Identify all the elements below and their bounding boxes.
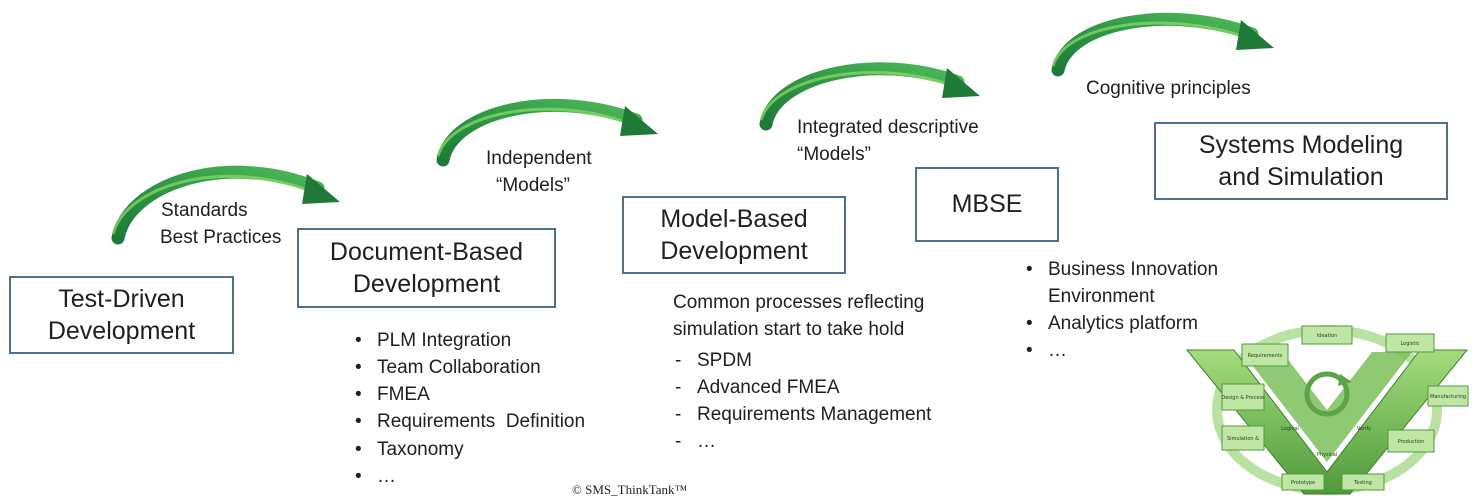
list-item: Requirements Definition — [353, 408, 585, 435]
stage-box-mbse: MBSE — [915, 167, 1059, 242]
caption-line: “Models” — [496, 174, 570, 196]
svg-text:Testing: Testing — [1353, 480, 1372, 486]
transition-caption-cognitive: Cognitive principles — [1086, 76, 1251, 103]
svg-text:Ideation: Ideation — [1317, 333, 1337, 339]
transition-caption-standards: Standards Best Practices — [160, 198, 282, 251]
stage-label: and Simulation — [1218, 163, 1384, 191]
svg-text:Simulation &: Simulation & — [1227, 436, 1259, 442]
list-item: Analytics platform — [1024, 310, 1218, 337]
curved-arrow-icon — [759, 62, 980, 131]
stage-label: Model-Based — [660, 204, 808, 233]
curved-arrow-icon — [436, 98, 658, 167]
stage-label: Systems Modeling — [1198, 130, 1404, 159]
svg-text:Verify: Verify — [1357, 426, 1371, 432]
model-based-list: SPDM Advanced FMEA Requirements Manageme… — [673, 347, 931, 456]
description-line: Common processes reflecting — [673, 292, 925, 313]
svg-text:Production: Production — [1398, 439, 1425, 445]
description-line: simulation start to take hold — [673, 318, 905, 340]
list-item: Team Collaboration — [353, 354, 585, 381]
svg-text:Design & Process: Design & Process — [1221, 395, 1265, 401]
svg-text:Physical: Physical — [1317, 452, 1337, 458]
list-item: FMEA — [353, 381, 585, 408]
caption-line: Integrated descriptive — [797, 117, 979, 138]
stage-label: Test-Driven — [58, 284, 185, 313]
list-item: PLM Integration — [353, 327, 585, 354]
curved-arrow-icon — [111, 165, 340, 245]
caption-line: Cognitive principles — [1086, 78, 1251, 99]
v-model-icon: Ideation Logistic Requirements Manufactu… — [1185, 325, 1469, 495]
stage-label: Development — [660, 237, 808, 265]
copyright-notice: © SMS_ThinkTank™ — [572, 482, 688, 497]
mbse-list: Business Innovation Environment Analytic… — [1024, 256, 1218, 365]
list-item: Business Innovation Environment — [1024, 256, 1218, 310]
list-item-line: Business Innovation — [1048, 259, 1219, 280]
list-item: … — [1024, 337, 1218, 364]
list-item: … — [353, 463, 585, 490]
list-item: Advanced FMEA — [673, 374, 931, 401]
curved-arrow-icon — [1051, 12, 1274, 77]
stage-box-systems-modeling: Systems Modeling and Simulation — [1154, 122, 1448, 200]
caption-line: Best Practices — [160, 226, 282, 248]
list-item: Taxonomy — [353, 436, 585, 463]
stage-label: MBSE — [951, 190, 1023, 219]
svg-text:Manufacturing: Manufacturing — [1430, 394, 1466, 400]
list-item: … — [673, 428, 931, 455]
stage-box-test-driven: Test-Driven Development — [9, 276, 234, 354]
list-item: Requirements Management — [673, 401, 931, 428]
svg-text:Logical: Logical — [1281, 426, 1299, 432]
stage-box-model-based: Model-Based Development — [622, 196, 846, 274]
caption-line: Standards — [161, 200, 248, 221]
svg-text:Logistic: Logistic — [1400, 341, 1419, 347]
document-based-list: PLM Integration Team Collaboration FMEA … — [353, 327, 585, 490]
list-item: SPDM — [673, 347, 931, 374]
svg-text:Prototype: Prototype — [1291, 480, 1315, 486]
stage-label: Development — [47, 317, 196, 345]
stage-label: Development — [352, 270, 501, 298]
list-item-line: Environment — [1048, 286, 1155, 308]
model-based-description: Common processes reflecting simulation s… — [673, 290, 924, 343]
transition-caption-independent-models: Independent “Models” — [486, 146, 592, 199]
transition-caption-integrated-models: Integrated descriptive “Models” — [797, 115, 979, 168]
stage-box-document-based: Document-Based Development — [297, 228, 556, 308]
caption-line: “Models” — [797, 143, 871, 165]
caption-line: Independent — [486, 148, 592, 169]
stage-label: Document-Based — [329, 237, 524, 266]
svg-text:Requirements: Requirements — [1248, 353, 1283, 359]
